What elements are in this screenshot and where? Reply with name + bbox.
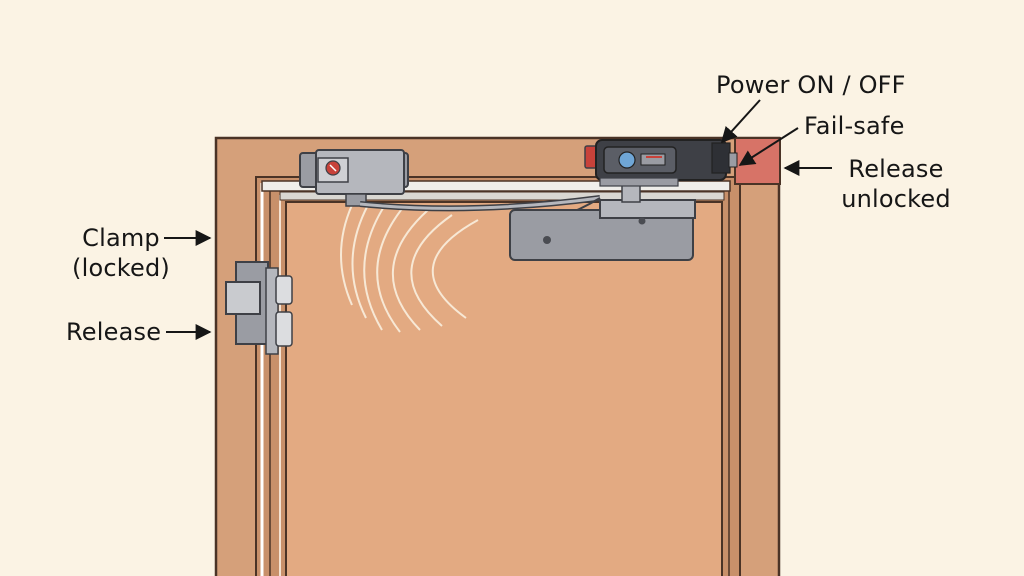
label-clamp-locked: Clamp (locked) (64, 223, 178, 283)
label-clamp-line1: Clamp (82, 224, 160, 252)
sensor-field (340, 204, 479, 333)
arrow-power (720, 99, 761, 144)
door-closer (509, 183, 696, 261)
label-release-unlocked-line1: Release (848, 155, 944, 183)
label-release-unlocked: Release unlocked (836, 154, 956, 214)
label-power-on-off: Power ON / OFF (716, 71, 906, 99)
top-left-lock-unit (299, 149, 409, 207)
side-clamp (225, 261, 293, 355)
label-release-left: Release (66, 318, 162, 346)
door-leaf (279, 195, 723, 576)
label-fail-safe: Fail-safe (804, 112, 905, 140)
label-release-unlocked-line2: unlocked (841, 185, 951, 213)
label-clamp-line2: (locked) (72, 254, 170, 282)
control-unit (584, 137, 781, 187)
arrow-fail-safe (738, 127, 799, 166)
annotation-arrows (164, 99, 832, 340)
header-rail (261, 180, 731, 201)
